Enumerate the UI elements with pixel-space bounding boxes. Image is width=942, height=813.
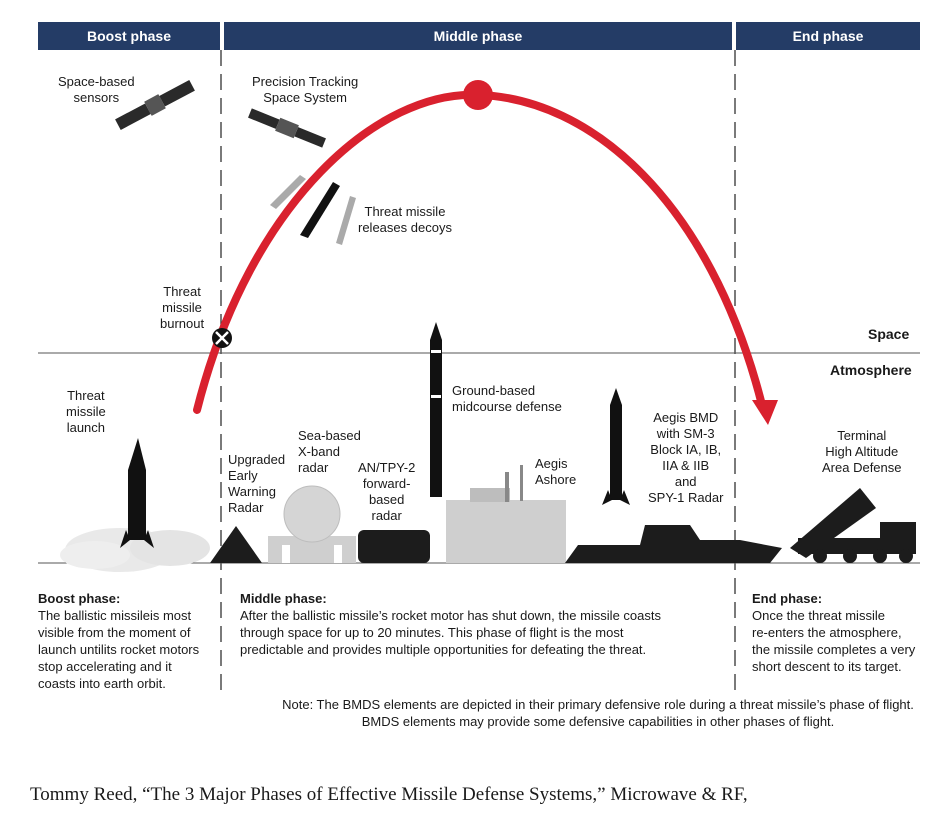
boost-phase-header: Boost phase [38, 22, 220, 50]
bmds-note: Note: The BMDS elements are depicted in … [282, 697, 914, 729]
gmd-facility-icon [446, 465, 566, 563]
space-sensor-satellite-icon [115, 79, 195, 131]
sbx-radar-dome-icon [268, 485, 356, 563]
middle-phase-header: Middle phase [224, 22, 732, 50]
end-phase-description: End phase: Once the threat missile re-en… [752, 591, 916, 674]
trajectory-arrowhead [752, 400, 778, 425]
boost-phase-description: Boost phase: The ballistic missileis mos… [38, 591, 200, 691]
gmd-interceptor-icon [430, 322, 442, 497]
end-phase-header-label: End phase [792, 28, 864, 44]
atmosphere-zone-label: Atmosphere [830, 362, 912, 378]
ptss-satellite-icon [248, 108, 326, 148]
aegis-ship-icon [565, 525, 782, 563]
middle-phase-description: Middle phase: After the ballistic missil… [240, 591, 661, 657]
apogee-marker [463, 80, 493, 110]
source-caption: Tommy Reed, “The 3 Major Phases of Effec… [30, 784, 748, 805]
thaad-launcher-truck-icon [790, 488, 916, 563]
burnout-marker-icon [212, 328, 232, 348]
tpy2-radar-icon [358, 530, 430, 563]
trajectory-arc [193, 90, 766, 414]
sm3-missile-icon [602, 388, 630, 505]
space-zone-label: Space [868, 326, 910, 342]
decoy-missiles-icon [270, 175, 356, 245]
early-warning-radar-icon [210, 526, 262, 563]
end-phase-header: End phase [736, 22, 920, 50]
launch-rocket-icon [60, 438, 210, 572]
boost-phase-header-label: Boost phase [86, 28, 171, 44]
middle-phase-header-label: Middle phase [433, 28, 523, 44]
